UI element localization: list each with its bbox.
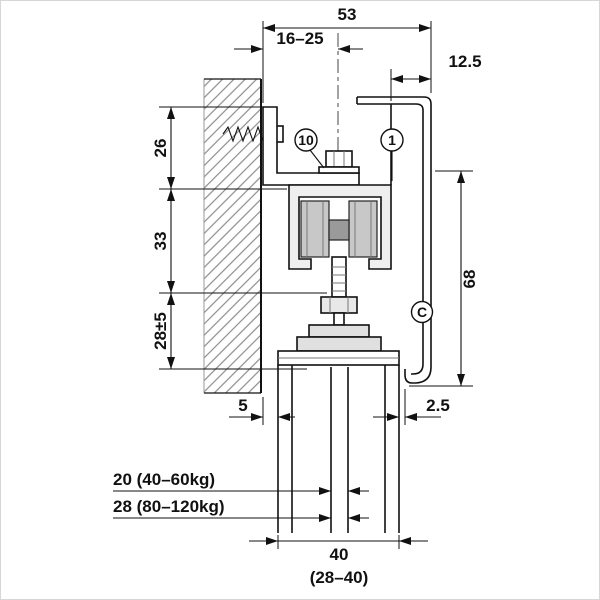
- dim-5-label: 5: [238, 396, 247, 415]
- bolt-hex-head: [325, 150, 353, 168]
- callout-1-label: 1: [388, 132, 396, 148]
- dim-12-5-label: 12.5: [448, 52, 481, 71]
- roller-wheel-right: [348, 200, 378, 258]
- dim-12-5: [390, 69, 431, 101]
- dim-2-5-label: 2.5: [426, 396, 450, 415]
- callout-10-label: 10: [298, 132, 314, 148]
- callout-C-label: C: [417, 304, 427, 320]
- callout-10-leader: [309, 149, 325, 169]
- dim-53: [262, 21, 432, 103]
- dim-28-5-label: 28±5: [151, 312, 170, 350]
- wall-section: [203, 78, 262, 394]
- door-clamp-top: [308, 324, 370, 338]
- door-clamp-body: [296, 336, 382, 352]
- dim-68: [409, 170, 473, 387]
- adjustment-nut: [320, 296, 358, 314]
- hanger-stem: [333, 312, 345, 326]
- dim-left-chain: [159, 106, 327, 370]
- roller-wheel-left: [300, 200, 330, 258]
- dim-53-label: 53: [338, 5, 357, 24]
- fascia-outer-face: [357, 96, 432, 384]
- dim-slot-28-label: 28 (80–120kg): [113, 497, 225, 516]
- track-profile: [288, 184, 392, 270]
- roller-assembly: [300, 200, 378, 258]
- dim-16-25-label: 16–25: [276, 29, 323, 48]
- dim-26-label: 26: [151, 139, 170, 158]
- callout-1-circle: [380, 128, 404, 152]
- wall-hatch: [204, 79, 261, 393]
- dim-68-label: 68: [460, 270, 479, 289]
- callout-1: 1: [380, 128, 404, 181]
- screw-thread: [222, 125, 264, 143]
- fascia-inner-face: [357, 103, 424, 375]
- dim-40-range-label: (28–40): [310, 568, 369, 587]
- callout-10: 10: [294, 128, 325, 169]
- callout-C: C: [410, 300, 434, 324]
- callout-C-circle: [410, 300, 434, 324]
- bolt-washer: [318, 166, 360, 174]
- dim-40: [249, 535, 428, 549]
- roller-axle: [328, 219, 350, 241]
- callout-10-circle: [294, 128, 318, 152]
- dim-slot-20-label: 20 (40–60kg): [113, 470, 215, 489]
- dim-40-label: 40: [330, 545, 349, 564]
- hanger-bolt-assembly: [296, 256, 382, 352]
- dim-2-5: [373, 389, 441, 425]
- door-panel: [277, 350, 400, 533]
- dim-33-label: 33: [151, 232, 170, 251]
- fixing-bolt: [318, 150, 360, 174]
